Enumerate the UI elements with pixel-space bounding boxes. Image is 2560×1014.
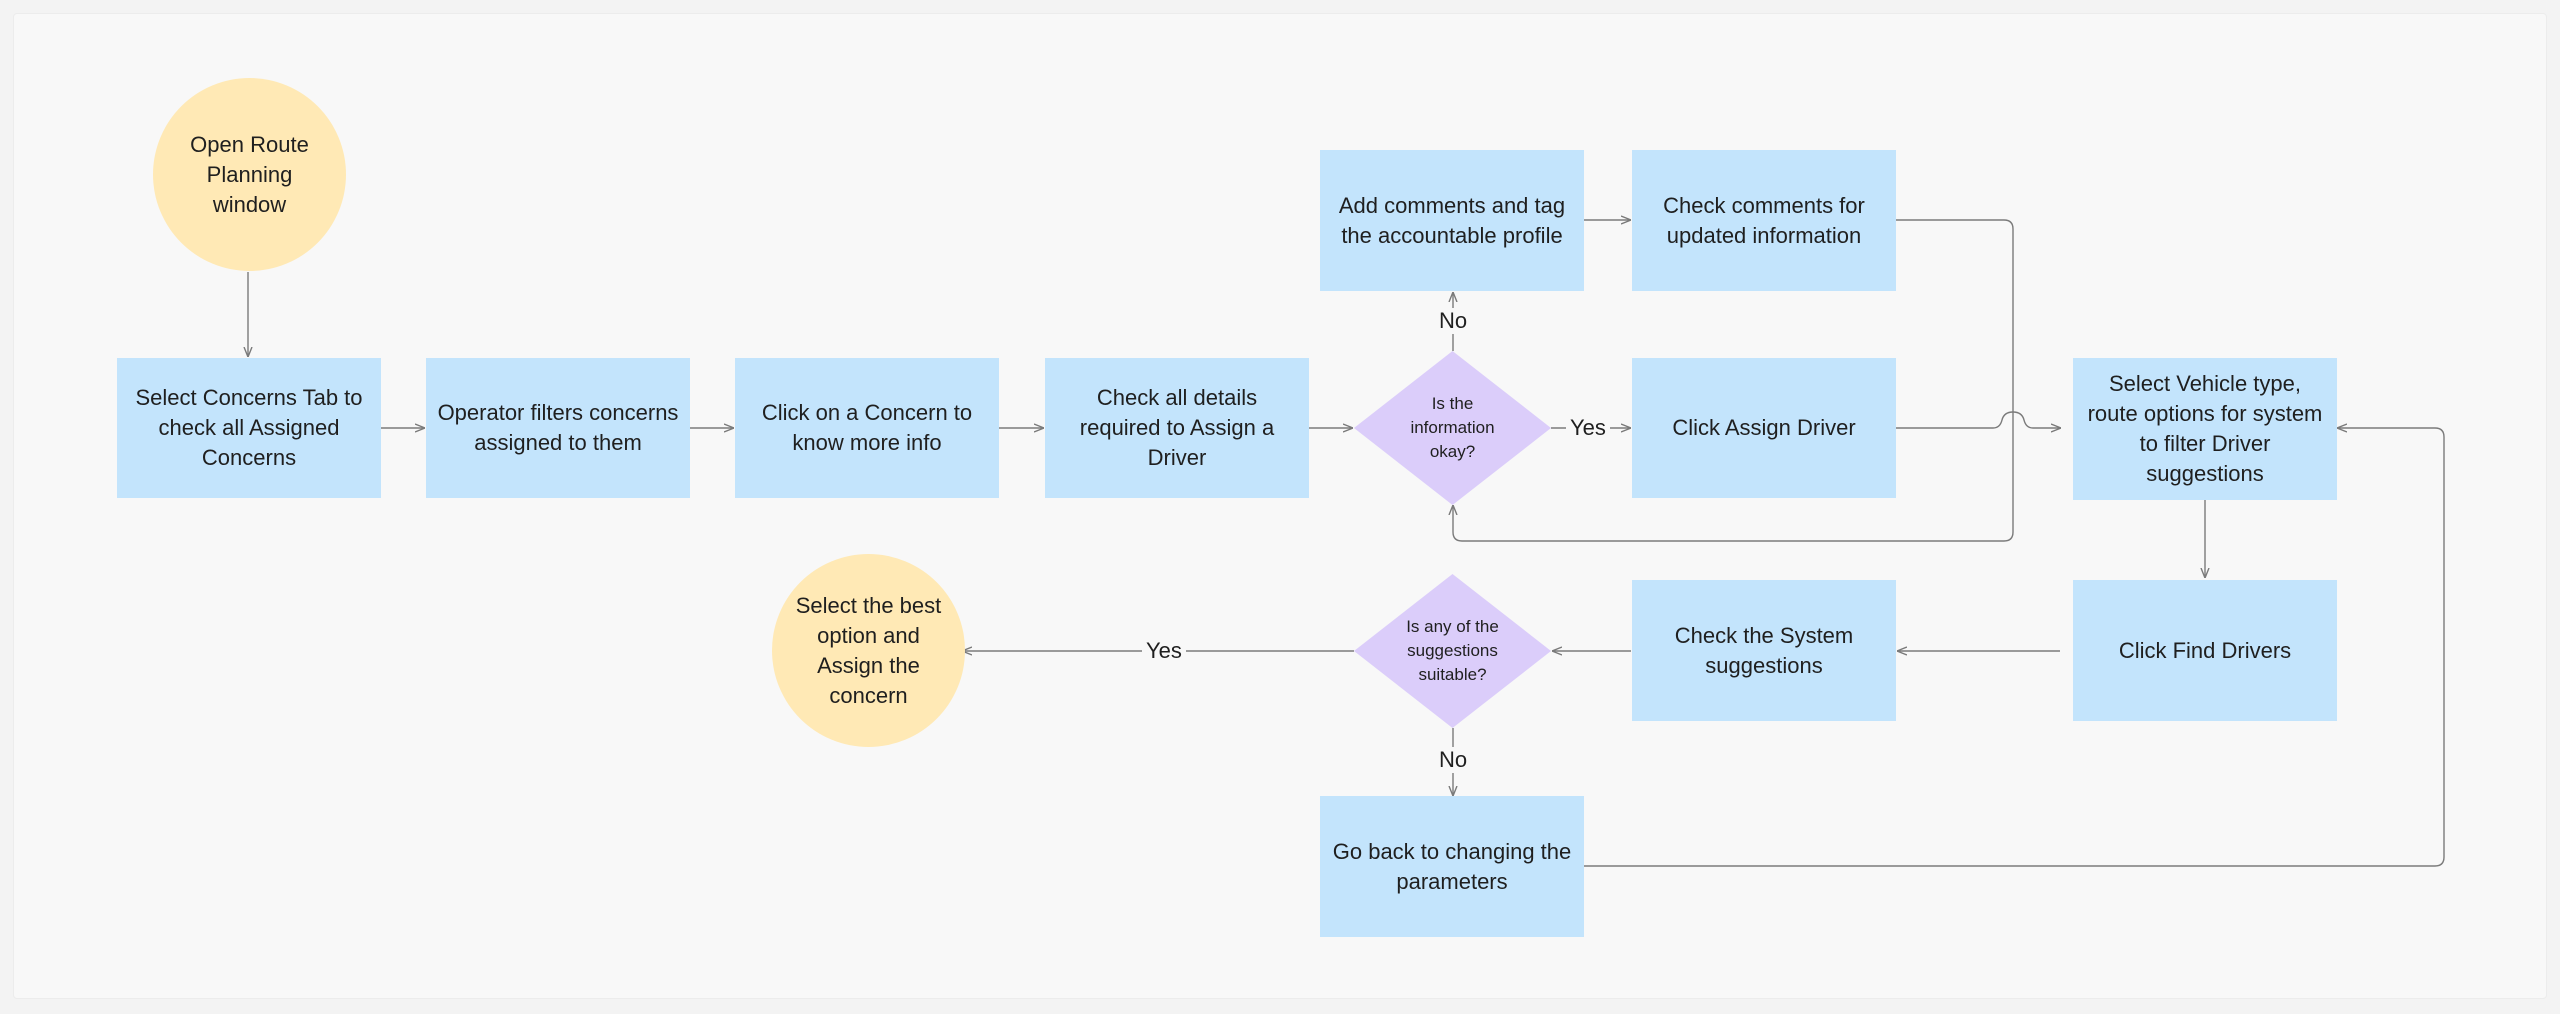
process-label: Add comments and tag the accountable pro…: [1338, 192, 1566, 248]
process-label: Click Assign Driver: [1672, 415, 1856, 440]
process-check-comments: Check comments for updated information: [1632, 150, 1896, 291]
decision-suggestions-suitable: Is any of the suggestions suitable?: [1354, 574, 1551, 728]
process-add-comments: Add comments and tag the accountable pro…: [1320, 150, 1584, 291]
edge-go-back-to-vehicle: [1584, 428, 2445, 867]
end-node-label: Select the best option and Assign the co…: [795, 592, 942, 708]
process-label: Check the System suggestions: [1674, 622, 1854, 678]
process-label: Check comments for updated information: [1663, 192, 1865, 248]
process-select-vehicle: Select Vehicle type, route options for s…: [2073, 358, 2337, 500]
process-check-system-suggestions: Check the System suggestions: [1632, 580, 1896, 721]
process-go-back: Go back to changing the parameters: [1320, 796, 1584, 937]
process-click-concern: Click on a Concern to know more info: [735, 358, 999, 498]
start-node-label: Open Route Planning window: [190, 131, 309, 217]
process-label: Select Vehicle type, route options for s…: [2087, 371, 2323, 486]
process-click-find-drivers: Click Find Drivers: [2073, 580, 2337, 721]
decision-label: Is the information okay?: [1410, 394, 1495, 461]
edge-label-suggest-yes: Yes: [1142, 638, 1186, 664]
process-label: Click on a Concern to know more info: [761, 400, 973, 455]
process-label: Click Find Drivers: [2118, 637, 2292, 663]
process-label: Select Concerns Tab to check all Assigne…: [135, 385, 363, 470]
process-check-details: Check all details required to Assign a D…: [1045, 358, 1309, 498]
edge-assign-driver-to-vehicle: [1896, 411, 2061, 428]
decision-info-okay: Is the information okay?: [1354, 351, 1551, 505]
process-select-concerns-tab: Select Concerns Tab to check all Assigne…: [117, 358, 381, 498]
edge-label-info-yes: Yes: [1566, 415, 1610, 441]
connector-layer: [14, 14, 2445, 867]
process-label: Check all details required to Assign a D…: [1079, 385, 1275, 470]
start-node-open-route: Open Route Planning window: [153, 78, 346, 271]
decision-label: Is any of the suggestions suitable?: [1406, 617, 1499, 684]
edge-check-comments-loop-back: [1453, 219, 2014, 542]
process-operator-filters: Operator filters concerns assigned to th…: [426, 358, 690, 498]
end-node-select-best-option: Select the best option and Assign the co…: [772, 554, 965, 747]
process-label: Operator filters concerns assigned to th…: [437, 400, 679, 455]
edge-label-suggest-no: No: [1435, 747, 1472, 773]
process-label: Go back to changing the parameters: [1332, 838, 1572, 894]
edge-label-info-no: No: [1435, 308, 1472, 334]
flowchart-canvas: Open Route Planning window Select the be…: [13, 13, 2547, 999]
process-click-assign-driver: Click Assign Driver: [1632, 358, 1896, 498]
